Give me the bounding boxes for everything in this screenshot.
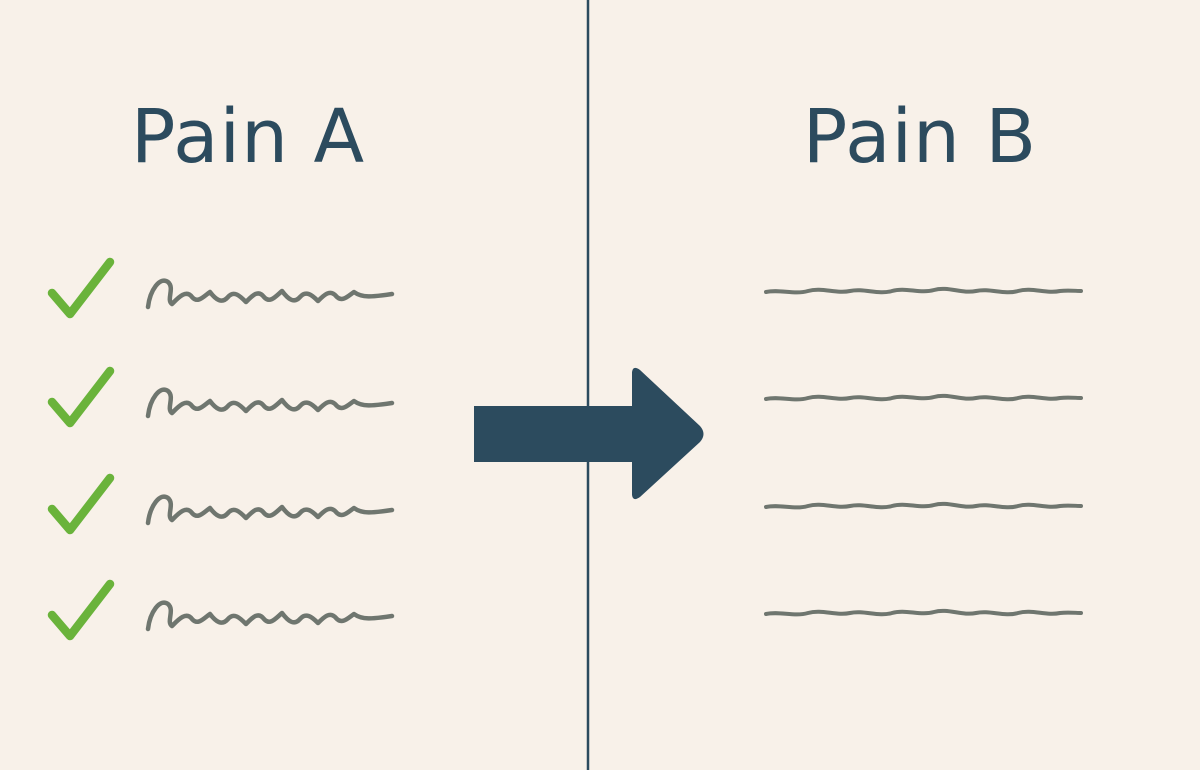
checklist-item xyxy=(47,473,392,535)
check-icon xyxy=(47,257,115,319)
scribble-text xyxy=(148,281,392,307)
check-icon xyxy=(47,473,115,535)
checklist-item xyxy=(47,257,392,319)
lines-pain-b xyxy=(764,286,1083,617)
panel-title-pain-a: Pain A xyxy=(130,94,366,180)
check-icon xyxy=(47,579,115,641)
checklist-item xyxy=(47,366,392,428)
checklist-pain-a xyxy=(47,257,392,641)
line-item xyxy=(764,393,1083,402)
line-item xyxy=(764,286,1083,295)
checklist-item xyxy=(47,579,392,641)
arrow-right-icon xyxy=(474,367,704,500)
scribble-text xyxy=(148,390,392,416)
line-item xyxy=(764,501,1083,510)
check-icon xyxy=(47,366,115,428)
scribble-text xyxy=(148,603,392,629)
panel-title-pain-b: Pain B xyxy=(802,94,1038,180)
line-item xyxy=(764,608,1083,617)
scribble-text xyxy=(148,497,392,523)
